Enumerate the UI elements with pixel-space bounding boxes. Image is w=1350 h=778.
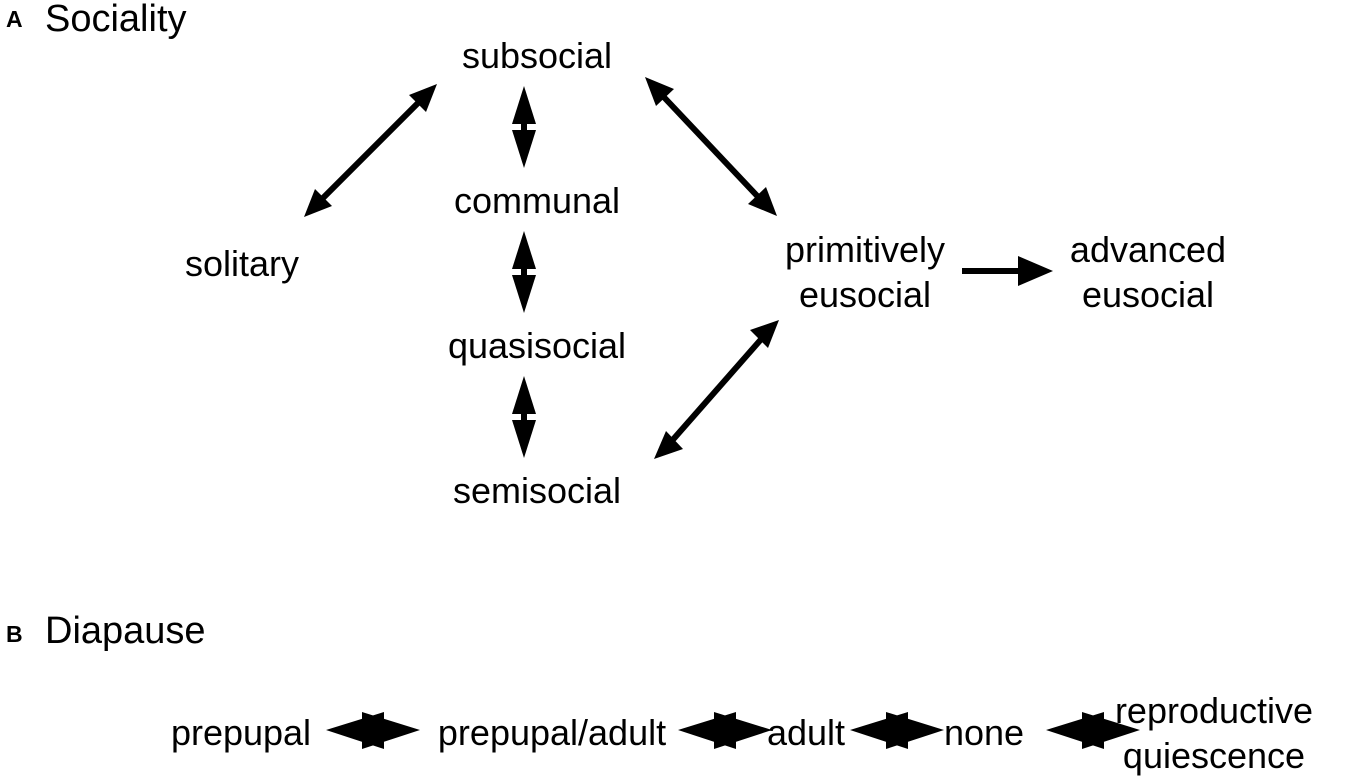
panel-b-letter: B <box>6 621 23 647</box>
node-quasisocial: quasisocial <box>447 325 627 366</box>
node-subsocial: subsocial <box>461 35 613 76</box>
node-reproductive-quiescence-line2: quiescence <box>1122 735 1306 776</box>
arrow-quasisocial-semisocial <box>512 376 536 458</box>
node-adult: adult <box>766 712 846 753</box>
node-prepupal: prepupal <box>170 712 312 753</box>
arrow-prepupal-adult-adult <box>678 712 772 749</box>
panel-a-letter: A <box>6 6 23 32</box>
node-solitary: solitary <box>184 243 300 284</box>
node-prepupal-adult: prepupal/adult <box>437 712 667 753</box>
arrow-adult-none <box>850 712 944 749</box>
node-advanced-eusocial-line2: eusocial <box>1081 274 1215 315</box>
panel-b-title: Diapause <box>45 610 206 652</box>
node-primitively-eusocial-line1: primitively <box>784 229 946 270</box>
arrow-semisocial-primitively-eusocial <box>654 320 779 459</box>
panel-a-title: Sociality <box>45 0 187 40</box>
arrow-solitary-subsocial <box>304 84 437 217</box>
node-none: none <box>943 712 1025 753</box>
node-reproductive-quiescence-line1: reproductive <box>1114 690 1314 731</box>
arrow-prepupal-prepupal-adult <box>326 712 420 749</box>
arrow-primitively-to-advanced-eusocial <box>962 256 1053 286</box>
node-advanced-eusocial: advanced eusocial <box>1070 227 1226 317</box>
node-advanced-eusocial-line1: advanced <box>1069 229 1227 270</box>
arrow-subsocial-primitively-eusocial <box>645 77 777 216</box>
arrow-subsocial-communal <box>512 86 536 168</box>
arrow-communal-quasisocial <box>512 231 536 313</box>
node-semisocial: semisocial <box>452 470 622 511</box>
node-reproductive-quiescence: reproductive quiescence <box>1115 688 1313 778</box>
node-primitively-eusocial: primitively eusocial <box>785 227 945 317</box>
node-primitively-eusocial-line2: eusocial <box>798 274 932 315</box>
node-communal: communal <box>453 180 621 221</box>
